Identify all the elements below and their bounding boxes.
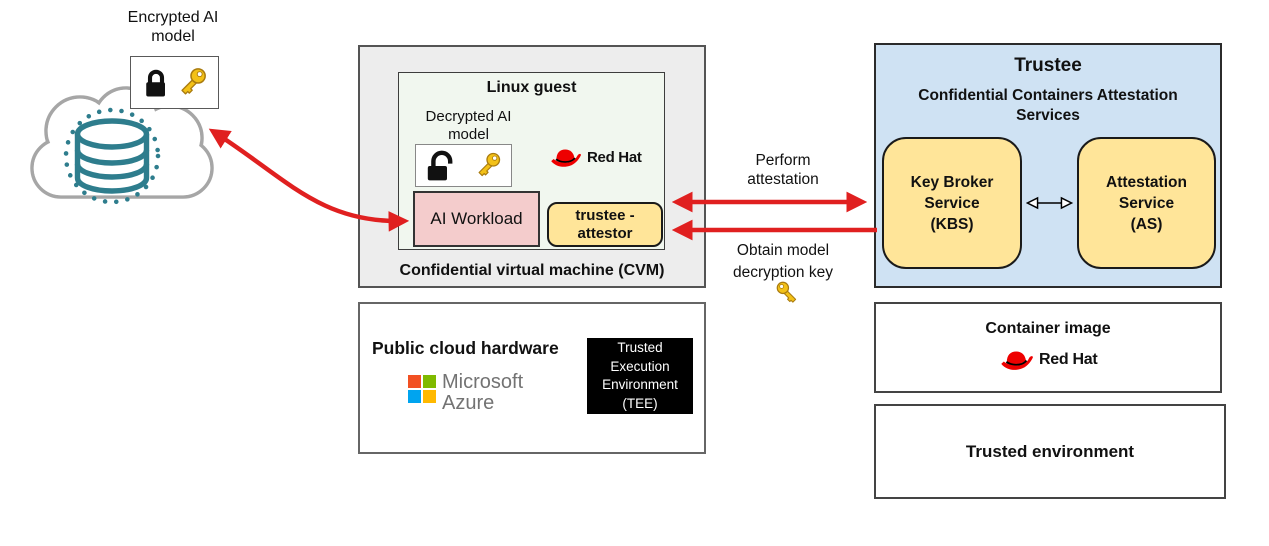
locked-padlock-icon <box>146 69 165 96</box>
azure-wordmark-line2: Azure <box>442 392 495 414</box>
encrypted-model-label: Encrypted AI model <box>127 9 219 45</box>
trusted-environment-box: Trusted environment <box>874 404 1226 499</box>
perform-attestation-label: Perform attestation <box>747 152 819 188</box>
trusted-environment-title: Trusted environment <box>965 441 1135 461</box>
microsoft-square-blue <box>408 390 421 403</box>
encrypted-model-box <box>130 56 219 109</box>
redhat-logo-text: Red Hat <box>1039 351 1098 368</box>
trustee-attestor-label: trustee - attestor <box>575 206 635 242</box>
ai-workload-box: AI Workload <box>413 191 540 247</box>
decrypted-model-label: Decrypted AI model <box>425 108 512 143</box>
redhat-logo: Red Hat <box>1000 348 1098 372</box>
microsoft-square-red <box>408 375 421 388</box>
linux-guest-title: Linux guest <box>486 79 577 96</box>
key-broker-service-label: Key Broker Service (KBS) <box>910 173 994 233</box>
container-image-box <box>874 302 1222 393</box>
obtain-key-label: Obtain model decryption key <box>733 242 833 281</box>
database-icon <box>63 107 161 205</box>
azure-wordmark: Microsoft Azure <box>442 372 523 414</box>
attestation-service-box: Attestation Service (AS) <box>1077 137 1216 269</box>
microsoft-square-green <box>423 375 436 388</box>
trustee-title: Trustee <box>1014 55 1082 76</box>
trustee-attestor-box: trustee - attestor <box>547 202 663 247</box>
trustee-subtitle: Confidential Containers Attestation Serv… <box>918 87 1178 124</box>
key-icon <box>776 281 797 303</box>
cvm-label: Confidential virtual machine (CVM) <box>399 262 665 279</box>
container-image-title: Container image <box>985 320 1111 337</box>
redhat-logo: Red Hat <box>550 146 642 169</box>
tee-label: Trusted Execution Environment (TEE) <box>602 340 678 411</box>
key-broker-service-box: Key Broker Service (KBS) <box>882 137 1022 269</box>
attestation-service-label: Attestation Service (AS) <box>1106 173 1187 233</box>
redhat-fedora-icon <box>551 149 581 167</box>
microsoft-logo-icon <box>408 375 436 403</box>
unlocked-padlock-icon <box>427 150 453 180</box>
key-icon <box>181 67 206 95</box>
azure-wordmark-line1: Microsoft <box>442 371 524 393</box>
redhat-fedora-icon <box>1001 351 1033 370</box>
tee-box: Trusted Execution Environment (TEE) <box>587 338 693 414</box>
public-cloud-hardware-title: Public cloud hardware <box>372 338 559 358</box>
redhat-logo-text: Red Hat <box>587 149 642 166</box>
ai-workload-label: AI Workload <box>430 209 523 228</box>
decrypted-model-box <box>415 144 512 187</box>
microsoft-square-yellow <box>423 390 436 403</box>
key-icon <box>478 152 501 176</box>
